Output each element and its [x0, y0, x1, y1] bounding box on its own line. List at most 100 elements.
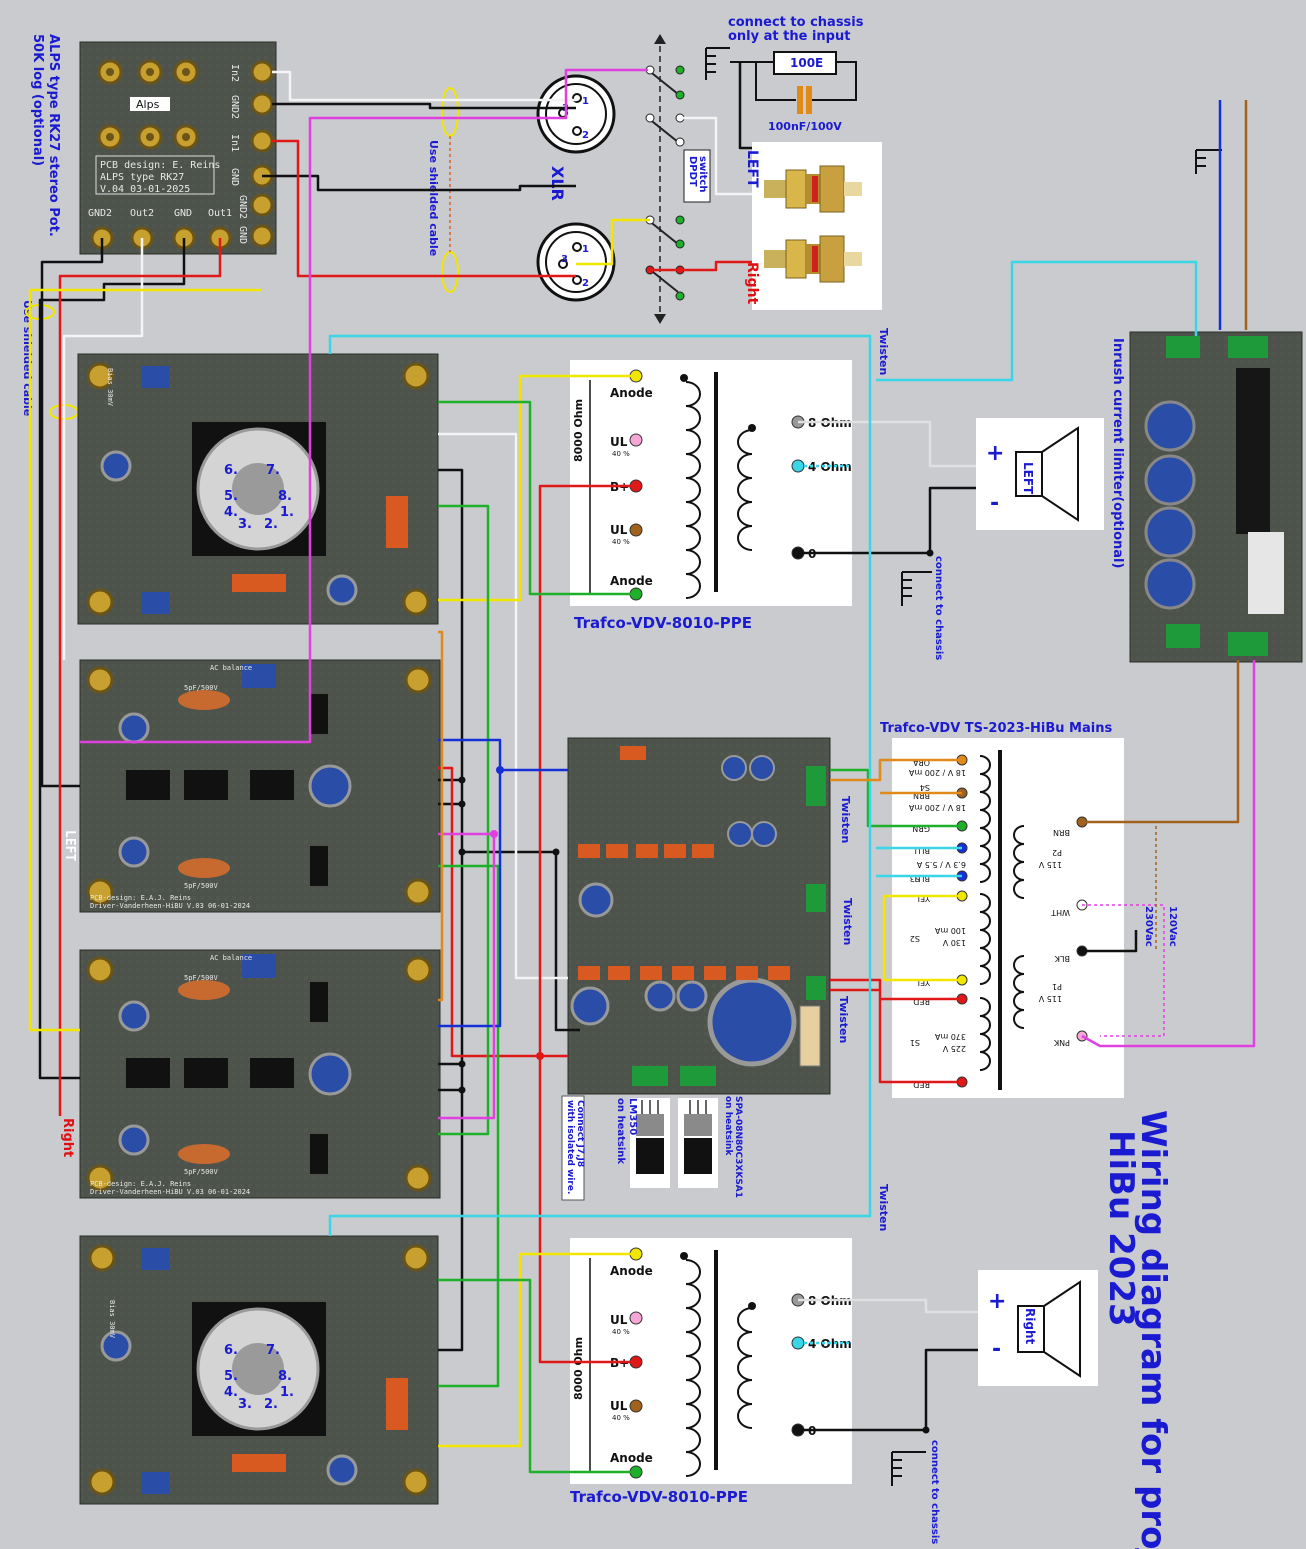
twisten-label-1: Twisten [839, 796, 852, 843]
wire-red-rca-right [650, 260, 752, 272]
mains-rating-18v-1: 18 V / 200 mA [908, 768, 966, 777]
alps-pin-b-out1: Out1 [208, 208, 232, 219]
speaker-right-minus: - [992, 1337, 1001, 1362]
speaker-right-label: Right [1023, 1308, 1037, 1344]
driver-left-cap-top-label: 5pF/500V [184, 684, 219, 692]
left-channel-label: LEFT [62, 830, 77, 861]
chassis-ground-symbol-mid [901, 571, 932, 606]
j7j8-note-2: with isolated wire. [565, 1100, 575, 1194]
output-board-top: 6. 7. 5. 8. 4. 1. 3. 2. Bias 30mV [77, 353, 439, 625]
xlr-l-pin1: 1 [582, 96, 589, 107]
driver-left-cap-bottom [178, 858, 230, 878]
alps-pin-gnd-b: GND [237, 226, 248, 244]
mains-coil-p2 [1013, 825, 1025, 899]
chassis-ground-symbol-bottom [891, 1451, 926, 1486]
mains-coil-s2 [979, 893, 991, 985]
wire-green-anode-top [438, 400, 636, 596]
mains-230vac: 230Vac [1143, 906, 1154, 947]
input-section: LEFT Right 1 2 3 1 2 3 XLR [21, 15, 882, 420]
mains-brn: BRN [913, 791, 930, 800]
wire-orange-mains [830, 758, 962, 795]
wire-cyan-inrush [876, 260, 1198, 382]
pin-bot-7: 7. [266, 1343, 280, 1358]
mains-p1: P1 [1052, 982, 1062, 991]
output-top-trim2 [142, 592, 170, 614]
output-bottom-cap [386, 1378, 408, 1430]
mains-rating-18v-2: 18 V / 200 mA [908, 803, 966, 812]
wire-white-rca-left [680, 116, 752, 196]
rc-wiring [730, 61, 857, 101]
xlr-r-pin1: 1 [582, 244, 589, 255]
speaker-left-plus: + [986, 441, 1004, 466]
wire-black-chassis [738, 62, 752, 150]
inrush-heatsink [1236, 368, 1270, 534]
rca-right-label: Right [744, 262, 760, 305]
pin-top-6: 6. [224, 463, 238, 478]
xlr-right-connector [536, 222, 616, 302]
alps-pin-in2: In2 [229, 64, 240, 82]
wire-magenta-pnk [1081, 660, 1256, 1048]
psu-trimmer [799, 1005, 821, 1067]
rca-right-jack [764, 235, 862, 283]
mains-rating-225v: 225 V [942, 1044, 966, 1053]
wires [28, 62, 1256, 1474]
driver-right-cap-bottom-label: 5pF/500V [184, 1168, 219, 1176]
speaker-left: LEFT + - [976, 418, 1104, 530]
ot-top-primary-coil [685, 381, 701, 599]
inrush-terminal-3 [1166, 624, 1200, 648]
driver-left-ac-balance: AC balance [210, 664, 252, 672]
alps-chip [130, 97, 170, 111]
output-top-cap [386, 496, 408, 548]
chassis-note-bottom: connect to chassis [929, 1440, 940, 1544]
psu-terminal-d [806, 884, 826, 912]
alps-credit3: V.04 03-01-2025 [100, 184, 190, 195]
wire-magenta-driver [438, 832, 496, 1120]
wire-red-driver [438, 766, 568, 1058]
ot-bottom-ul2-note: 40 % [612, 1414, 630, 1422]
mains-s1: S1 [910, 1038, 920, 1047]
wire-red-mains [830, 978, 962, 1084]
wire-orange-bias [438, 630, 444, 1002]
driver-left-cap-top [178, 690, 230, 710]
pin-bot-4: 4. [224, 1385, 238, 1400]
alps-pot-board: Alps PCB design: E. Reins ALPS type RK27… [30, 34, 277, 255]
wire-cyan-heater [328, 334, 872, 1236]
speaker-left-label: LEFT [1021, 462, 1035, 495]
chassis-note2: only at the input [728, 29, 850, 44]
mains-p2: P2 [1052, 848, 1062, 857]
pin-top-7: 7. [266, 463, 280, 478]
ot-top-name: Trafco-VDV-8010-PPE [574, 614, 752, 632]
mains-coil-s4 [979, 755, 991, 847]
inrush-terminal-2 [1228, 336, 1268, 358]
alps-credit-box [95, 155, 215, 195]
driver-board-left: 5pF/500V 5pF/500V PCB-design: E.A.J. Rei… [79, 659, 441, 913]
driver-board-right: 5pF/500V 5pF/500V PCB-design: E.A.J. Rei… [79, 949, 441, 1199]
speaker-left-minus: - [990, 491, 999, 516]
pin-bot-6: 6. [224, 1343, 238, 1358]
speaker-right: Right + - [978, 1270, 1098, 1386]
alps-pin-b-out2: Out2 [130, 208, 154, 219]
wire-yellow-anode-top [438, 374, 636, 602]
mains-yel1: YEL [915, 894, 931, 903]
driver-right-cap-top [178, 980, 230, 1000]
twisten-label-2: Twisten [841, 898, 854, 945]
ot-top-panel [570, 360, 852, 606]
ot-top-anode2: Anode [610, 574, 653, 588]
pin-top-5: 5. [224, 489, 238, 504]
pin-top-8: 8. [278, 489, 292, 504]
chassis-note-mid: connect to chassis [933, 556, 944, 660]
mains-s3: S3 [910, 874, 920, 883]
mains-p-brn: BRN [1053, 828, 1070, 837]
mains-p-pnk: PNK [1053, 1038, 1070, 1047]
dpdt-switch [645, 34, 685, 324]
mains-s4: S4 [920, 783, 930, 792]
driver-right-version: Driver-Vanderheen-HiBU V.03 06-01-2024 [90, 1188, 250, 1196]
mains-120vac: 120Vac [1167, 906, 1178, 947]
wire-black-driver-gnd [438, 778, 580, 1092]
ot-top-anode1: Anode [610, 386, 653, 400]
title-line2: HiBu 2023 [1101, 1130, 1141, 1327]
ot-bottom-primary-coil [685, 1259, 701, 1477]
mains-blu1: BLU [914, 846, 930, 855]
inrush-relay [1248, 532, 1284, 614]
spa-label-2: on heatsink [723, 1096, 733, 1156]
